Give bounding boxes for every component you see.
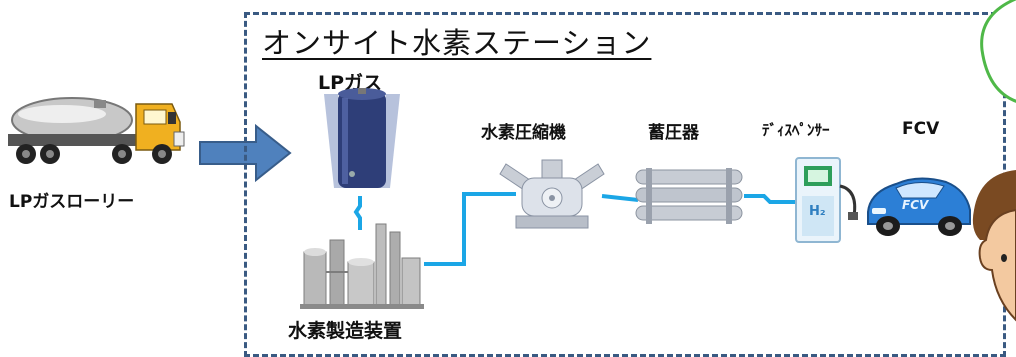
car-fcv-mark: FCV bbox=[902, 198, 929, 212]
speech-bubble-icon bbox=[980, 0, 1016, 103]
storage-cylinders-icon bbox=[635, 168, 743, 224]
compressor-label: 水素圧縮機 bbox=[481, 123, 566, 143]
lpg-truck-label: LPガスローリー bbox=[9, 192, 135, 212]
tanker-truck-icon bbox=[8, 97, 185, 164]
lpg-pipe bbox=[353, 196, 362, 230]
storage-to-dispenser-pipe bbox=[744, 194, 796, 204]
compressor-to-storage-pipe bbox=[601, 194, 639, 202]
hydrogen-dispenser-icon bbox=[795, 157, 858, 243]
fcv-car-icon bbox=[867, 177, 971, 236]
compressor-icon bbox=[499, 159, 605, 229]
dispenser-h2-mark: H₂ bbox=[809, 204, 826, 219]
station-title: オンサイト水素ステーション bbox=[262, 26, 652, 60]
fcv-label: FCV bbox=[902, 119, 940, 139]
h2-production-label: 水素製造装置 bbox=[288, 320, 403, 342]
lpg-tank-icon bbox=[324, 88, 400, 188]
storage-label: 蓄圧器 bbox=[648, 123, 699, 143]
person-face-icon bbox=[972, 170, 1016, 322]
hydrogen-plant-icon bbox=[300, 223, 424, 309]
dispenser-label: ﾃﾞｨｽﾍﾟﾝｻｰ bbox=[762, 121, 830, 139]
plant-to-compressor-pipe bbox=[424, 192, 516, 266]
